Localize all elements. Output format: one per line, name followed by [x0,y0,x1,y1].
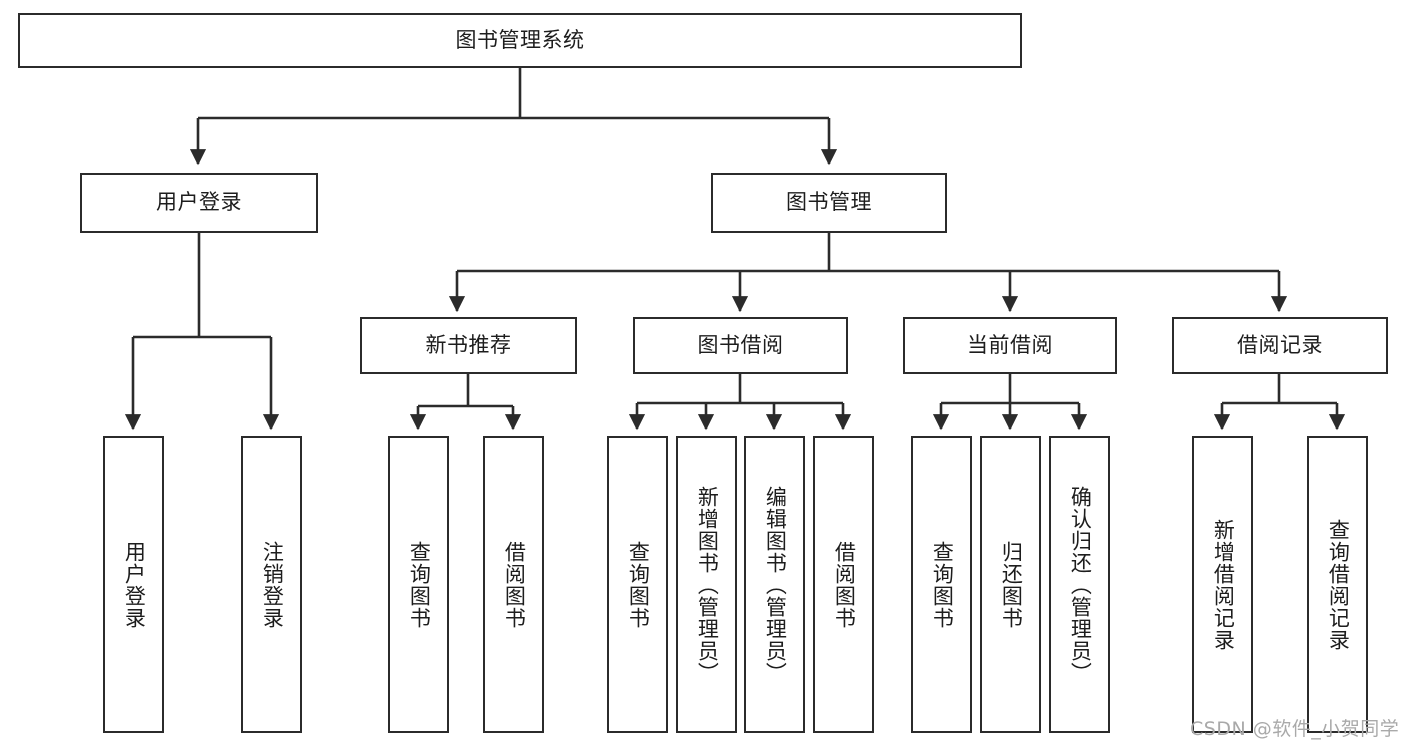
leaf-edit-book-admin[interactable]: 编辑图书（管理员） [744,436,805,733]
leaf-borrow-book-recommend[interactable]: 借阅图书 [483,436,544,733]
node-label: 查询借阅记录 [1326,518,1351,651]
node-label: 查询图书 [930,540,955,629]
node-label: 归还图书 [999,540,1024,629]
node-book-management[interactable]: 图书管理 [711,173,947,233]
csdn-watermark: CSDN @软件_小贺同学 [1190,718,1400,740]
leaf-add-book-admin[interactable]: 新增图书（管理员） [676,436,737,733]
node-label: 用户登录 [122,540,147,629]
node-label: 借阅图书 [832,540,857,629]
node-root[interactable]: 图书管理系统 [18,13,1022,68]
node-label: 注销登录 [260,540,285,629]
leaf-borrow-book[interactable]: 借阅图书 [813,436,874,733]
node-label: 新书推荐 [425,332,512,357]
node-label: 新增借阅记录 [1211,518,1236,651]
node-label: 编辑图书（管理员） [763,485,788,684]
leaf-query-book-current[interactable]: 查询图书 [911,436,972,733]
node-label: 借阅图书 [502,540,527,629]
leaf-logout[interactable]: 注销登录 [241,436,302,733]
leaf-query-book-recommend[interactable]: 查询图书 [388,436,449,733]
node-user-login[interactable]: 用户登录 [80,173,318,233]
leaf-query-borrow-record[interactable]: 查询借阅记录 [1307,436,1368,733]
node-label: 查询图书 [626,540,651,629]
node-label: 图书管理系统 [455,27,585,52]
node-label: 图书借阅 [697,332,784,357]
leaf-confirm-return-admin[interactable]: 确认归还（管理员） [1049,436,1110,733]
leaf-add-borrow-record[interactable]: 新增借阅记录 [1192,436,1253,733]
node-current-borrow[interactable]: 当前借阅 [903,317,1117,374]
leaf-user-login[interactable]: 用户登录 [103,436,164,733]
node-label: 新增图书（管理员） [695,485,720,684]
node-label: 当前借阅 [967,332,1053,357]
node-new-book-recommend[interactable]: 新书推荐 [360,317,577,374]
node-label: 确认归还（管理员） [1068,485,1093,684]
node-label: 查询图书 [407,540,432,629]
node-borrow-record[interactable]: 借阅记录 [1172,317,1388,374]
node-label: 图书管理 [786,190,872,215]
leaf-query-book-borrow[interactable]: 查询图书 [607,436,668,733]
node-book-borrow[interactable]: 图书借阅 [633,317,848,374]
node-label: 借阅记录 [1237,332,1323,357]
leaf-return-book[interactable]: 归还图书 [980,436,1041,733]
node-label: 用户登录 [156,190,242,215]
